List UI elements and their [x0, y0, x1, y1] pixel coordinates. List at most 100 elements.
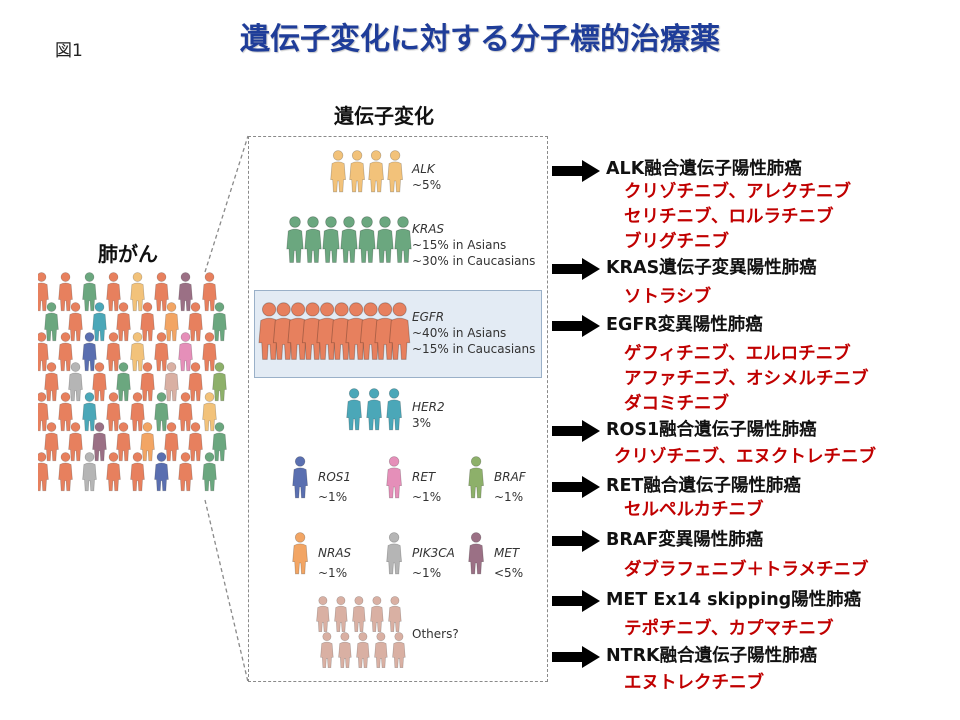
person-figure [388, 302, 411, 360]
genetic-alteration-heading: 遺伝子変化 [334, 104, 434, 128]
person-figure [202, 272, 217, 312]
person-figure [82, 332, 97, 372]
cancer-met: MET Ex14 skipping陽性肺癌 [606, 590, 862, 610]
drug-line: テポチニブ、カプマチニブ [624, 619, 834, 639]
person-figure [92, 362, 107, 402]
person-figure [164, 362, 179, 402]
person-figure [164, 422, 179, 462]
figure-group-met [468, 532, 484, 575]
person-figure [38, 272, 49, 312]
arrow-right-icon [552, 258, 600, 280]
person-figure [82, 272, 97, 312]
person-figure [212, 362, 227, 402]
gene-met-rate: <5% [494, 566, 524, 580]
person-figure [44, 362, 59, 402]
figure-group-ret [386, 456, 402, 499]
person-figure [374, 632, 388, 668]
cancer-egfr: EGFR変異陽性肺癌 [606, 315, 763, 335]
person-figure [356, 632, 370, 668]
figure-group-others [316, 596, 406, 668]
person-figure [345, 302, 367, 360]
gene-egfr: EGFR [412, 310, 445, 324]
person-figure [188, 422, 203, 462]
drug-line: エヌトレクチニブ [624, 673, 764, 693]
person-figure [212, 422, 227, 462]
person-figure [386, 388, 402, 431]
lung-cancer-population-illustration [38, 272, 227, 492]
person-figure [340, 216, 358, 263]
person-figure [349, 150, 365, 193]
gene-nras: NRAS [318, 546, 352, 560]
arrow-right-icon [552, 646, 600, 668]
gene-kras-rate-cauc: ~30% in Caucasians [412, 254, 536, 268]
cancer-alk: ALK融合遺伝子陽性肺癌 [606, 159, 802, 179]
person-figure [106, 272, 121, 312]
person-figure [178, 392, 193, 432]
drug-line: ダコミチニブ [624, 394, 729, 414]
person-figure [202, 392, 217, 432]
person-figure [106, 452, 121, 492]
gene-braf-rate: ~1% [494, 490, 524, 504]
person-figure [202, 332, 217, 372]
person-figure [116, 422, 131, 462]
person-figure [178, 272, 193, 312]
figure-group-kras [286, 216, 412, 263]
person-figure [374, 302, 396, 360]
gene-braf: BRAF [494, 470, 526, 484]
person-figure [154, 332, 169, 372]
person-figure [292, 456, 308, 499]
person-figure [58, 452, 73, 492]
person-figure [140, 422, 155, 462]
gene-ros1: ROS1 [318, 470, 352, 484]
figure-group-braf [468, 456, 484, 499]
person-figure [130, 332, 145, 372]
figure-group-nras [292, 532, 308, 575]
gene-ret-rate: ~1% [412, 490, 442, 504]
person-figure [330, 150, 346, 193]
arrow-right-icon [552, 476, 600, 498]
person-figure [116, 302, 131, 342]
figure-group-ros1 [292, 456, 308, 499]
person-figure [130, 392, 145, 432]
gene-alk-rate: ~5% [412, 178, 442, 192]
person-figure [387, 150, 403, 193]
person-figure [316, 302, 338, 360]
person-figure [386, 456, 402, 499]
person-figure [92, 422, 107, 462]
person-figure [154, 272, 169, 312]
figure-group-her2 [346, 388, 402, 431]
drug-line: クリゾチニブ、アレクチニブ [624, 182, 851, 202]
person-figure [330, 302, 353, 360]
gene-her2-rate: 3% [412, 416, 432, 430]
person-figure [130, 452, 145, 492]
drug-line: ソトラシブ [624, 287, 712, 307]
person-figure [92, 302, 107, 342]
slide-title: 遺伝子変化に対する分子標的治療薬 [240, 22, 720, 57]
drug-line: ブリグチニブ [624, 232, 729, 252]
cancer-ntrk: NTRK融合遺伝子陽性肺癌 [606, 646, 818, 666]
person-figure [178, 332, 193, 372]
person-figure [386, 532, 402, 575]
drug-line: クリゾチニブ、エヌクトレチニブ [614, 447, 876, 467]
person-figure [58, 392, 73, 432]
drug-line: ダブラフェニブ＋トラメチニブ [624, 560, 869, 580]
drug-line: セルペルカチニブ [624, 500, 764, 520]
gene-ros1-rate: ~1% [318, 490, 348, 504]
person-figure [304, 216, 322, 263]
gene-alk: ALK [412, 162, 435, 176]
gene-her2: HER2 [412, 400, 445, 414]
person-figure [38, 332, 49, 372]
arrow-right-icon [552, 590, 600, 612]
person-figure [322, 216, 340, 263]
person-figure [106, 392, 121, 432]
person-figure [38, 452, 49, 492]
gene-kras-rate-asia: ~15% in Asians [412, 238, 507, 252]
person-figure [366, 388, 382, 431]
cancer-ros1: ROS1融合遺伝子陽性肺癌 [606, 420, 817, 440]
alteration-breakdown-box [248, 136, 548, 682]
person-figure [388, 596, 402, 632]
person-figure [58, 272, 73, 312]
gene-others: Others? [412, 627, 459, 641]
person-figure [368, 150, 384, 193]
